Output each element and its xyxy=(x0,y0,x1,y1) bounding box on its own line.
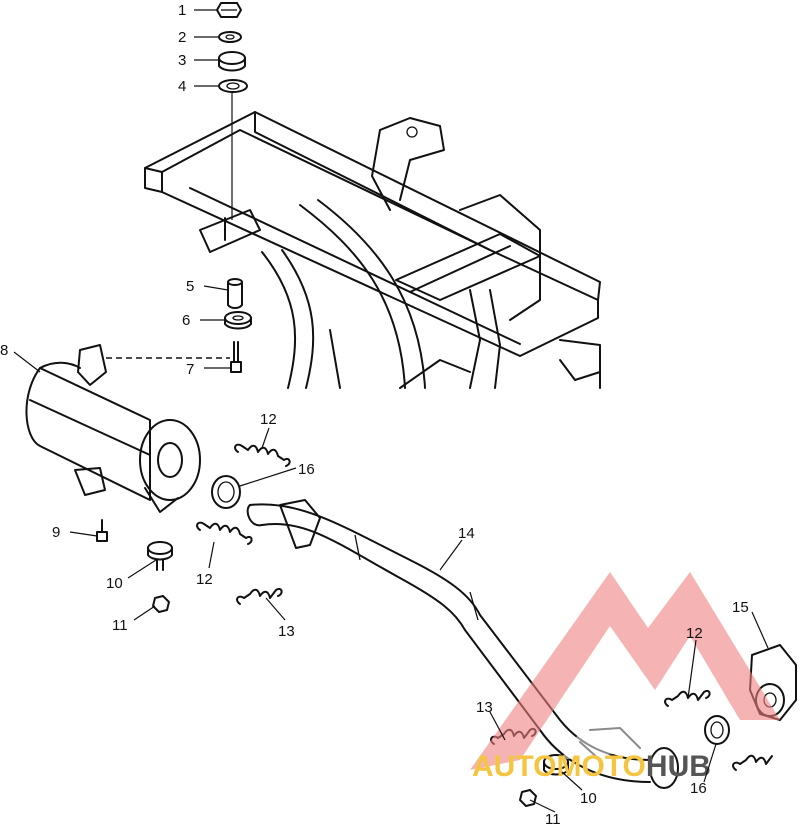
callout-12-right: 12 xyxy=(686,625,703,642)
watermark-logo xyxy=(470,572,780,770)
callout-11-right: 11 xyxy=(545,811,561,826)
mount-hardware-stack xyxy=(216,2,248,220)
callout-6: 6 xyxy=(182,312,190,329)
callout-12-middle: 12 xyxy=(196,571,213,588)
washer-2 xyxy=(218,31,242,43)
spring-12-upper xyxy=(234,443,291,467)
spring-12-middle xyxy=(196,521,253,545)
callout-10-right: 10 xyxy=(580,790,597,807)
spring-12-right xyxy=(664,689,711,707)
muffler xyxy=(25,344,230,513)
nut-11-left xyxy=(152,595,170,613)
lower-mount-hardware xyxy=(224,278,252,373)
nut-1 xyxy=(216,2,242,18)
callout-8: 8 xyxy=(0,342,8,359)
callout-10-left: 10 xyxy=(106,575,123,592)
callout-11-left: 11 xyxy=(112,617,128,634)
callout-7: 7 xyxy=(186,361,194,378)
callout-16-left: 16 xyxy=(298,461,315,478)
grommet-10-left xyxy=(147,541,173,571)
frame xyxy=(144,111,601,389)
washer-4 xyxy=(218,79,248,93)
nut-11-right xyxy=(519,789,537,807)
callout-15: 15 xyxy=(732,599,749,616)
grommet-3 xyxy=(218,51,246,72)
callout-2: 2 xyxy=(178,29,186,46)
watermark-brand: AUTOMOTOHUB xyxy=(472,750,711,783)
bolt-7 xyxy=(230,341,242,373)
callout-13-right: 13 xyxy=(476,699,493,716)
gasket-16-left xyxy=(211,475,241,509)
spring-16-right xyxy=(732,754,773,771)
watermark-text: AUTOMOTOHUB xyxy=(472,750,711,783)
callout-1: 1 xyxy=(178,2,186,19)
bolt-9 xyxy=(96,519,108,542)
spacer-5 xyxy=(227,278,243,309)
callout-labels: 1 2 3 4 5 6 7 8 9 10 10 11 11 12 12 12 1… xyxy=(0,2,749,826)
callout-3: 3 xyxy=(178,52,186,69)
callout-9: 9 xyxy=(52,524,60,541)
grommet-10-right xyxy=(543,754,569,776)
callout-4: 4 xyxy=(178,78,186,95)
callout-13-left: 13 xyxy=(278,623,295,640)
callout-12-upper: 12 xyxy=(260,411,277,428)
grommet-6 xyxy=(224,311,252,330)
callout-5: 5 xyxy=(186,278,194,295)
callout-14: 14 xyxy=(458,525,475,542)
leader-lines xyxy=(13,9,769,813)
gasket-16-right xyxy=(704,715,730,745)
spring-13-left xyxy=(236,587,283,605)
callout-16-right: 16 xyxy=(690,780,707,797)
